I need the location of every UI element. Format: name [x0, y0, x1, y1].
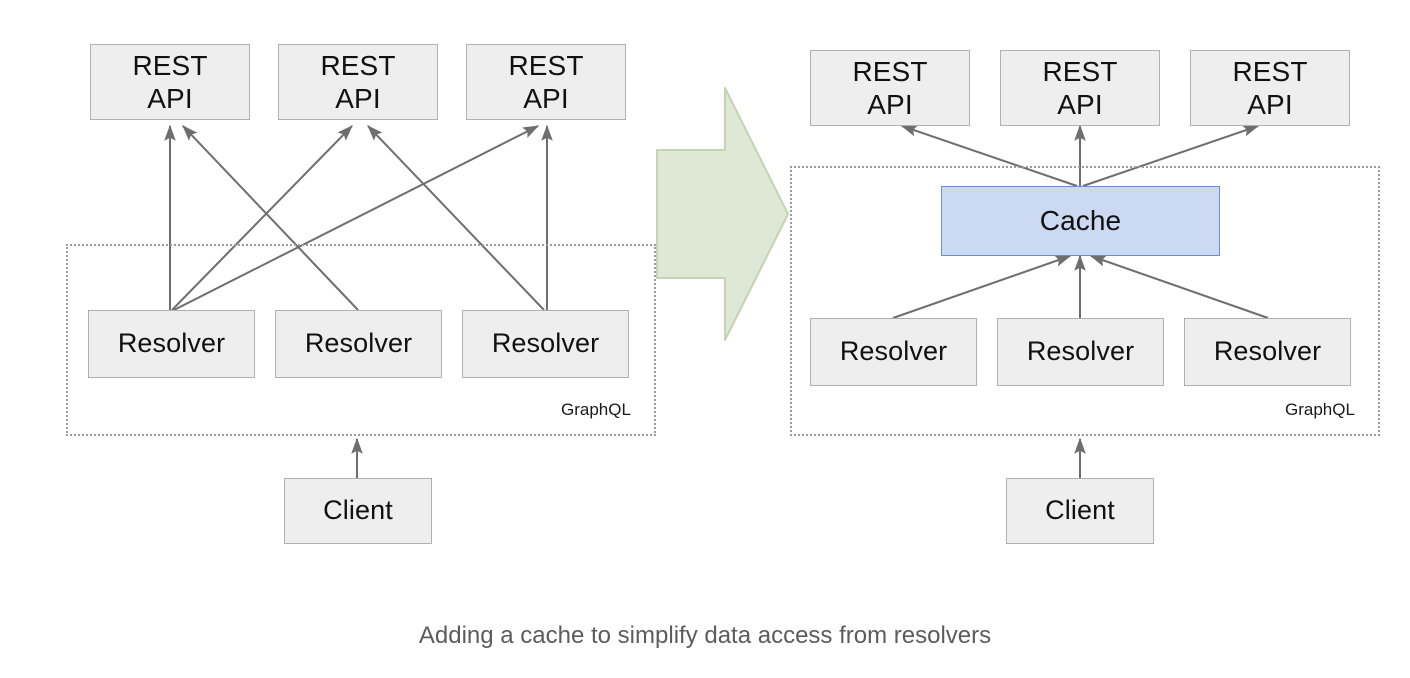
edge-resolver2-restapi1 — [182, 125, 359, 311]
edge-resolver1-cache — [892, 255, 1072, 319]
rest-api-label-line1: REST — [132, 49, 208, 81]
graphql-group-left — [66, 244, 656, 436]
cache-label: Cache — [1039, 204, 1122, 236]
client-box-right[interactable]: Client — [1006, 478, 1154, 544]
resolver-box-right-3[interactable]: Resolver — [1184, 318, 1351, 386]
left-connectors — [164, 124, 553, 478]
right-connectors — [892, 124, 1269, 478]
rest-api-box-left-2[interactable]: REST API — [278, 44, 438, 120]
graphql-group-label-right: GraphQL — [1285, 400, 1355, 419]
rest-api-box-left-1[interactable]: REST API — [90, 44, 250, 120]
resolver-label: Resolver — [839, 336, 948, 367]
rest-api-label-line2: API — [1057, 89, 1103, 120]
edge-resolver1-restapi3 — [173, 125, 540, 311]
rest-api-box-right-2[interactable]: REST API — [1000, 50, 1160, 126]
client-label: Client — [323, 495, 393, 526]
resolver-box-left-1[interactable]: Resolver — [88, 310, 255, 378]
edge-resolver1-restapi2 — [171, 125, 353, 311]
rest-api-label-line1: REST — [320, 49, 396, 81]
figure-caption: Adding a cache to simplify data access f… — [418, 622, 992, 649]
client-box-left[interactable]: Client — [284, 478, 432, 544]
rest-api-label-line2: API — [867, 89, 913, 120]
graphql-group-right — [790, 166, 1380, 436]
edge-cache-restapi3 — [1082, 125, 1260, 187]
resolver-label: Resolver — [1026, 336, 1135, 367]
rest-api-label-line1: REST — [852, 55, 928, 87]
edge-resolver3-restapi2 — [367, 125, 545, 311]
resolver-box-right-2[interactable]: Resolver — [997, 318, 1164, 386]
edge-resolver3-cache — [1089, 255, 1269, 319]
rest-api-label-line2: API — [147, 83, 193, 114]
cache-box[interactable]: Cache — [941, 186, 1220, 256]
resolver-label: Resolver — [491, 328, 600, 359]
rest-api-box-right-3[interactable]: REST API — [1190, 50, 1350, 126]
rest-api-label-line1: REST — [1042, 55, 1118, 87]
graphql-group-label-left: GraphQL — [561, 400, 631, 419]
rest-api-label-line2: API — [523, 83, 569, 114]
resolver-box-left-3[interactable]: Resolver — [462, 310, 629, 378]
rest-api-label-line1: REST — [1232, 55, 1308, 87]
resolver-label: Resolver — [1213, 336, 1322, 367]
edge-cache-restapi1 — [900, 125, 1078, 187]
resolver-label: Resolver — [117, 328, 226, 359]
resolver-box-left-2[interactable]: Resolver — [275, 310, 442, 378]
resolver-box-right-1[interactable]: Resolver — [810, 318, 977, 386]
rest-api-box-right-1[interactable]: REST API — [810, 50, 970, 126]
rest-api-label-line1: REST — [508, 49, 584, 81]
transition-arrow-icon — [656, 87, 789, 341]
rest-api-label-line2: API — [1247, 89, 1293, 120]
resolver-label: Resolver — [304, 328, 413, 359]
client-label: Client — [1045, 495, 1115, 526]
rest-api-box-left-3[interactable]: REST API — [466, 44, 626, 120]
rest-api-label-line2: API — [335, 83, 381, 114]
